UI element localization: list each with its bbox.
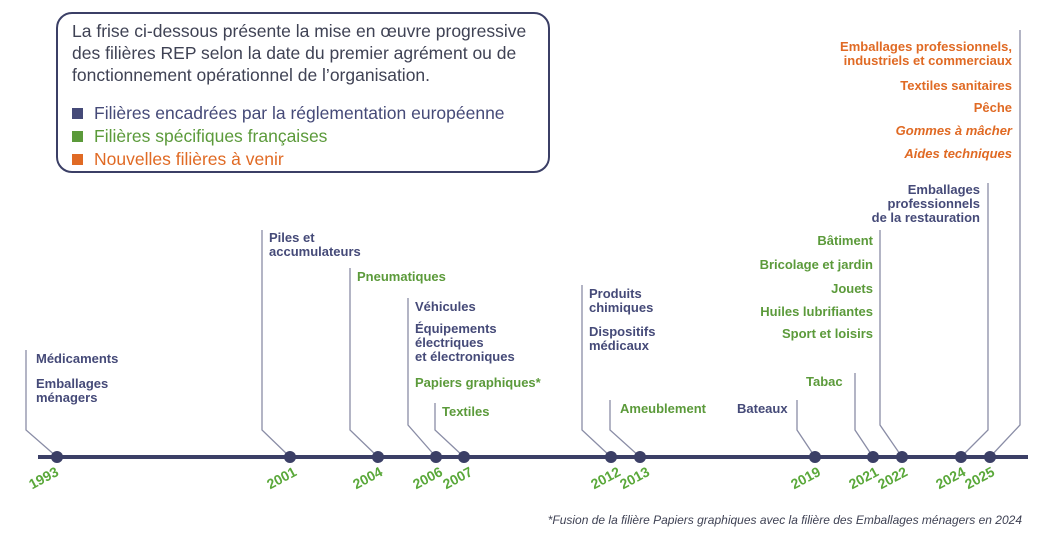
label-batiment: Bâtiment: [817, 233, 873, 248]
connector-2025: [989, 30, 1021, 458]
connector-2019: [796, 400, 816, 458]
intro-text: La frise ci-dessous présente la mise en …: [72, 21, 527, 85]
timeline-dot-2004: [372, 451, 384, 463]
connector-2024: [960, 183, 989, 458]
timeline-dot-2019: [809, 451, 821, 463]
label-pneumatiques: Pneumatiques: [357, 269, 446, 284]
label-aides-techniques: Aides techniques: [904, 146, 1012, 161]
label-textiles: Textiles: [442, 404, 490, 419]
connector-2004: [349, 268, 379, 458]
connector-2001: [261, 230, 291, 458]
connector-2012: [581, 285, 612, 458]
legend-label-european: Filières encadrées par la réglementation…: [94, 102, 505, 123]
label-medicaments: Médicaments: [36, 351, 119, 366]
legend-swatch-european: [72, 107, 83, 119]
timeline-dot-2001: [284, 451, 296, 463]
label-peche: Pêche: [973, 100, 1012, 115]
label-sport: Sport et loisirs: [781, 326, 873, 341]
label-emballages-restauration: Emballages professionnels de la restaura…: [871, 182, 980, 225]
timeline-dot-2024: [955, 451, 967, 463]
label-bricolage: Bricolage et jardin: [759, 257, 873, 272]
label-emballages-pro: Emballages professionnels, industriels e…: [840, 39, 1012, 68]
legend-swatch-french: [72, 130, 83, 142]
timeline-dot-2022: [896, 451, 908, 463]
label-dispositifs-medicaux: Dispositifs médicaux: [589, 324, 656, 353]
label-gommes: Gommes à mâcher: [895, 123, 1012, 138]
legend-box: La frise ci-dessous présente la mise en …: [56, 12, 550, 173]
label-papiers-graphiques: Papiers graphiques*: [415, 375, 541, 390]
connector-2013: [609, 400, 641, 458]
legend-item-new: Nouvelles filières à venir: [72, 148, 284, 170]
connector-2021: [854, 373, 874, 458]
label-bateaux: Bateaux: [737, 401, 788, 416]
timeline-dot-2012: [605, 451, 617, 463]
timeline-dot-2007: [458, 451, 470, 463]
label-jouets: Jouets: [831, 281, 873, 296]
timeline-dots: [51, 451, 996, 463]
footnote: *Fusion de la filière Papiers graphiques…: [547, 513, 1022, 527]
connector-lines: [25, 30, 1021, 458]
timeline-dot-2021: [867, 451, 879, 463]
legend-label-new: Nouvelles filières à venir: [94, 148, 284, 169]
label-equipements: Équipements électriques et électroniques: [415, 321, 515, 364]
legend-item-european: Filières encadrées par la réglementation…: [72, 102, 505, 124]
timeline-dot-2013: [634, 451, 646, 463]
connector-2007: [434, 403, 465, 458]
label-emballages-menagers: Emballages ménagers: [36, 376, 109, 405]
timeline-dot-2025: [984, 451, 996, 463]
connector-2006: [407, 298, 437, 458]
legend-label-french: Filières spécifiques françaises: [94, 125, 328, 146]
label-vehicules: Véhicules: [415, 299, 476, 314]
label-huiles: Huiles lubrifiantes: [760, 304, 873, 319]
legend-item-french: Filières spécifiques françaises: [72, 125, 327, 147]
label-ameublement: Ameublement: [620, 401, 706, 416]
connector-2022: [879, 230, 903, 458]
label-produits-chimiques: Produits chimiques: [589, 286, 654, 315]
connector-1993: [25, 350, 58, 458]
label-tabac: Tabac: [806, 374, 843, 389]
timeline-dot-1993: [51, 451, 63, 463]
timeline-dot-2006: [430, 451, 442, 463]
label-piles: Piles et accumulateurs: [269, 230, 361, 259]
label-textiles-sanitaires: Textiles sanitaires: [900, 78, 1012, 93]
legend-swatch-new: [72, 153, 83, 165]
